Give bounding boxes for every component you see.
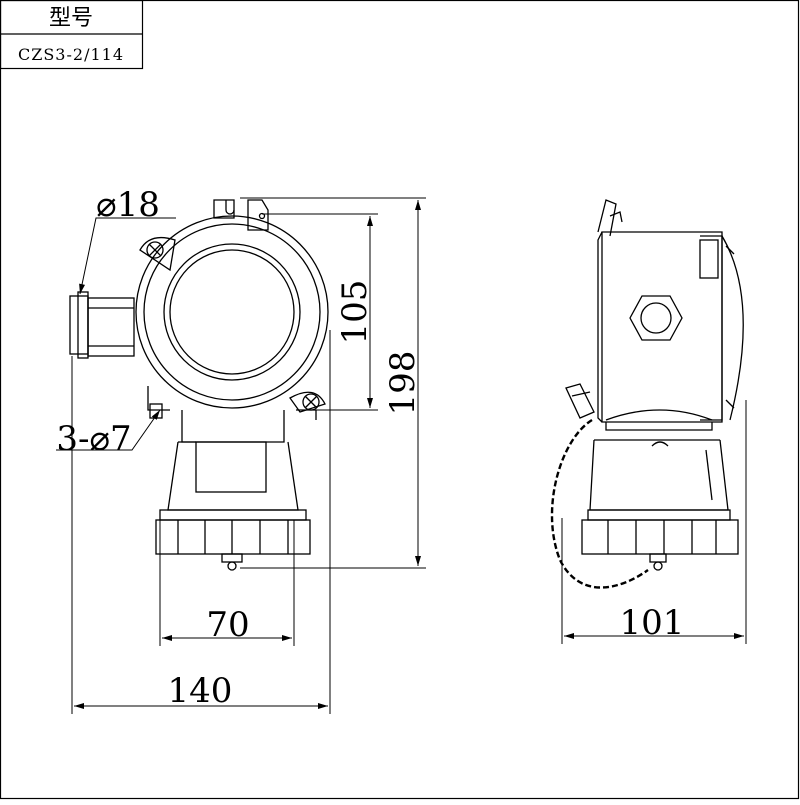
screw-lug-bottom-right bbox=[289, 391, 326, 413]
label-mounting-holes: 3-⌀7 bbox=[56, 419, 131, 459]
cable-gland bbox=[69, 291, 135, 359]
side-top-tab bbox=[597, 199, 623, 237]
label-total-width: 140 bbox=[168, 671, 233, 711]
neck bbox=[147, 386, 317, 443]
window-glass bbox=[169, 249, 295, 375]
side-flange bbox=[581, 509, 739, 571]
model-number: CZS3-2/114 bbox=[18, 45, 124, 64]
label-base-width: 70 bbox=[206, 605, 249, 645]
side-housing bbox=[597, 231, 744, 423]
base-body bbox=[167, 441, 299, 511]
mounting-holes-leader bbox=[56, 409, 161, 451]
flange-nut bbox=[155, 509, 311, 571]
label-window-height: 105 bbox=[335, 280, 375, 345]
housing-ring bbox=[143, 223, 321, 401]
front-view bbox=[69, 199, 329, 571]
label-total-height: 198 bbox=[383, 351, 423, 416]
side-neck bbox=[565, 383, 720, 447]
safety-chain bbox=[550, 418, 649, 589]
title-header: 型号 bbox=[49, 6, 93, 31]
window-outer bbox=[163, 243, 301, 381]
diameter-18-leader bbox=[79, 217, 176, 295]
top-mounting-tab bbox=[213, 199, 269, 231]
title-block: 型号 CZS3-2/114 bbox=[0, 0, 144, 70]
label-diameter-18: ⌀18 bbox=[96, 185, 160, 225]
side-dimensions bbox=[561, 400, 747, 644]
screw-lug-top-left bbox=[139, 236, 176, 272]
label-side-depth: 101 bbox=[620, 603, 685, 643]
housing-outer bbox=[135, 215, 329, 409]
front-dimensions bbox=[56, 197, 426, 714]
side-cable-gland bbox=[629, 295, 683, 341]
side-view bbox=[550, 199, 744, 589]
side-base-body bbox=[589, 439, 729, 511]
